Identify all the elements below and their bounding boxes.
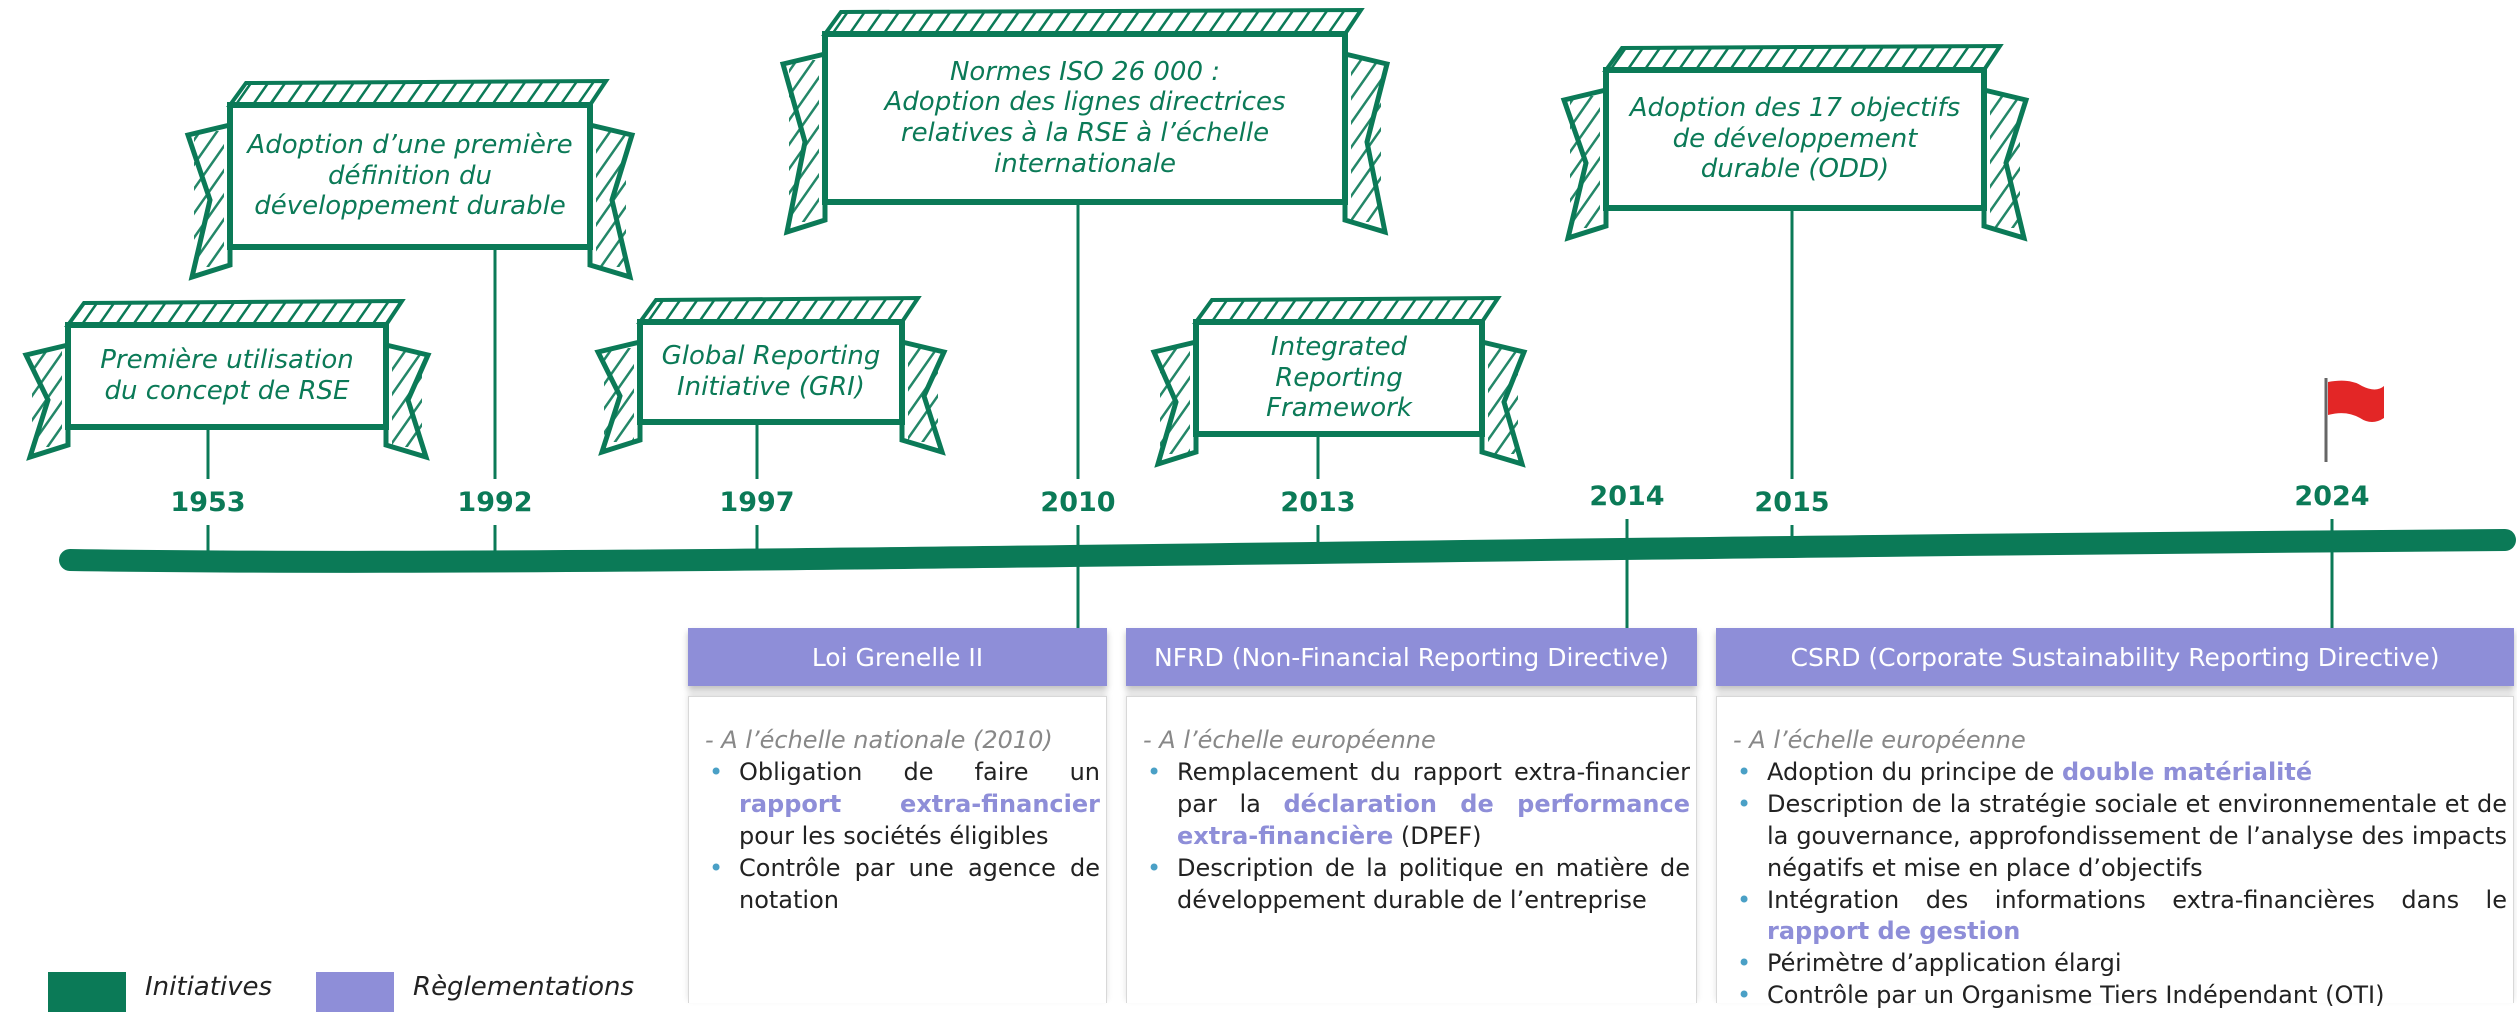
regulation-title: Loi Grenelle II	[688, 628, 1107, 686]
highlighted-term: rapport de gestion	[1767, 917, 2021, 946]
year-label: 1997	[719, 487, 795, 518]
regulation-bullet: Intégration des informations extra-finan…	[1733, 885, 2507, 949]
initiative-banner	[184, 78, 636, 281]
year-label: 1992	[457, 487, 533, 518]
regulation-body: - A l’échelle européenne Adoption du pri…	[1716, 696, 2514, 1012]
initiative-banner	[1560, 43, 2030, 242]
regulation-bullets: Adoption du principe de double matériali…	[1733, 757, 2507, 1012]
red-flag-icon	[2324, 378, 2384, 462]
regulation-body: - A l’échelle nationale (2010) Obligatio…	[688, 696, 1107, 1003]
initiative-banner	[779, 7, 1391, 236]
legend-swatch-initiatives	[48, 972, 126, 1012]
initiative-label: Adoption des 17 objectifs de développeme…	[1629, 92, 1961, 185]
initiative-banner	[1150, 295, 1528, 468]
regulation-bullet: Contrôle par un Organisme Tiers Indépend…	[1733, 980, 2507, 1012]
regulation-bullet: Adoption du principe de double matériali…	[1733, 757, 2507, 789]
regulation-title: NFRD (Non-Financial Reporting Directive)	[1126, 628, 1697, 686]
bullet-text: (DPEF)	[1393, 821, 1482, 850]
year-label: 2014	[1589, 481, 1665, 512]
bullet-text: Intégration des informations extra-finan…	[1767, 885, 2507, 914]
initiative-label: Global Reporting Initiative (GRI)	[661, 341, 881, 402]
legend-swatch-regulations	[316, 972, 394, 1012]
year-label: 2010	[1040, 487, 1116, 518]
initiative-label: Normes ISO 26 000 : Adoption des lignes …	[884, 56, 1286, 179]
bullet-text: Adoption du principe de	[1767, 757, 2062, 786]
timeline-axis	[59, 529, 2516, 573]
bullet-text: pour les sociétés éligibles	[739, 821, 1049, 850]
regulation-bullet: Description de la politique en matière d…	[1143, 853, 1690, 917]
highlighted-term: rapport extra-financier	[739, 789, 1100, 818]
regulation-bullets: Obligation de faire un rapport extra-fin…	[705, 757, 1100, 917]
regulation-scope: - A l’échelle européenne	[1143, 726, 1436, 754]
initiative-banner	[22, 298, 432, 461]
regulation-bullets: Remplacement du rapport extra-financier …	[1143, 757, 1690, 917]
regulation-bullet: Obligation de faire un rapport extra-fin…	[705, 757, 1100, 853]
initiative-label: Première utilisation du concept de RSE	[100, 345, 354, 406]
year-label: 2024	[2294, 481, 2370, 512]
bullet-text: Description de la politique en matière d…	[1177, 853, 1690, 914]
initiative-label: Adoption d’une première définition du dé…	[247, 129, 573, 222]
regulation-card-nfrd: NFRD (Non-Financial Reporting Directive)…	[1126, 628, 1697, 1003]
year-label: 2015	[1754, 487, 1830, 518]
initiative-label: Integrated Reporting Framework	[1266, 331, 1412, 424]
highlighted-term: déclaration de performance extra-financi…	[1177, 789, 1690, 850]
regulation-bullet: Remplacement du rapport extra-financier …	[1143, 757, 1690, 853]
regulation-card-csrd: CSRD (Corporate Sustainability Reporting…	[1716, 628, 2514, 1012]
bullet-text: Remplacement du rapport extra-financier …	[1177, 757, 1690, 818]
highlighted-term: double matérialité	[2061, 757, 2313, 786]
year-label: 2013	[1280, 487, 1356, 518]
regulation-scope: - A l’échelle européenne	[1733, 726, 2026, 754]
regulation-bullet: Contrôle par une agence de notation	[705, 853, 1100, 917]
regulation-bullet: Description de la stratégie sociale et e…	[1733, 789, 2507, 885]
regulation-bullet: Périmètre d’application élargi	[1733, 948, 2507, 980]
regulation-title: CSRD (Corporate Sustainability Reporting…	[1716, 628, 2514, 686]
bullet-text: Contrôle par un Organisme Tiers Indépend…	[1767, 981, 2385, 1010]
legend-label-initiatives: Initiatives	[145, 972, 273, 1002]
year-label: 1953	[170, 487, 246, 518]
bullet-text: Périmètre d’application élargi	[1767, 949, 2122, 978]
bullet-text: Contrôle par une agence de notation	[739, 853, 1100, 914]
legend-label-regulations: Règlementations	[413, 972, 635, 1002]
regulation-body: - A l’échelle européenne Remplacement du…	[1126, 696, 1697, 1003]
bullet-text: Description de la stratégie sociale et e…	[1767, 789, 2507, 882]
regulation-scope: - A l’échelle nationale (2010)	[705, 726, 1053, 754]
initiative-banner	[594, 295, 948, 456]
regulation-card-grenelle: Loi Grenelle II - A l’échelle nationale …	[688, 628, 1107, 1003]
bullet-text: Obligation de faire un	[739, 757, 1100, 786]
